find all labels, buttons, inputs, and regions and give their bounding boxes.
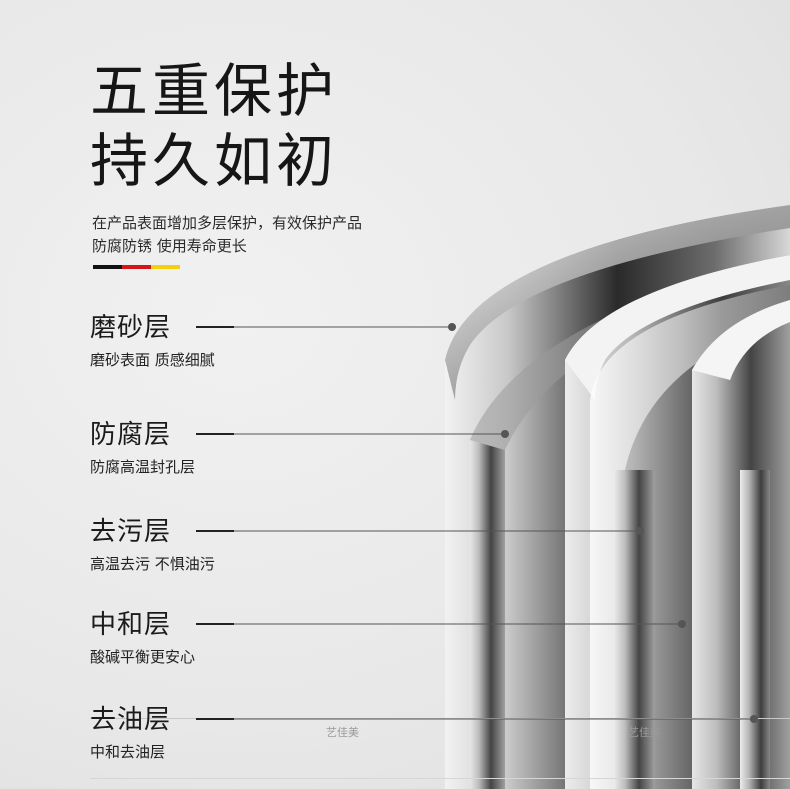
layer-desc: 磨砂表面 质感细腻 bbox=[90, 351, 215, 369]
intro-line-2: 防腐防锈 使用寿命更长 bbox=[92, 237, 247, 255]
layer-desc: 防腐高温封孔层 bbox=[90, 458, 196, 476]
leader-dash-4 bbox=[196, 623, 234, 625]
layer-name: 磨砂层 bbox=[90, 313, 172, 343]
title-line-1: 五重保护 bbox=[90, 57, 339, 125]
layer-neutralizing: 中和层 酸碱平衡更安心 bbox=[90, 609, 195, 667]
leader-dash-5 bbox=[196, 718, 234, 720]
flag-red bbox=[122, 265, 151, 269]
leader-dash-1 bbox=[196, 326, 234, 328]
flag-black bbox=[93, 265, 122, 269]
middle-tube-rim bbox=[565, 255, 790, 400]
ground-line-bottom bbox=[90, 778, 790, 779]
layer-degreasing: 去油层 中和去油层 bbox=[90, 704, 171, 762]
title-line-2: 持久如初 bbox=[90, 127, 339, 195]
layer-desc: 高温去污 不惧油污 bbox=[90, 555, 215, 573]
leader-dot-2 bbox=[501, 430, 509, 438]
second-wall bbox=[470, 440, 505, 789]
page-title: 五重保护 持久如初 bbox=[90, 56, 338, 196]
flag-yellow bbox=[151, 265, 180, 269]
layer-name: 去污层 bbox=[90, 517, 172, 547]
flag-color-bar bbox=[93, 265, 180, 269]
middle-tube-face bbox=[615, 470, 655, 789]
layer-name: 防腐层 bbox=[90, 420, 172, 450]
leader-dot-5 bbox=[750, 715, 758, 723]
layer-anticorrosion: 防腐层 防腐高温封孔层 bbox=[90, 419, 195, 477]
layer-name: 中和层 bbox=[90, 610, 172, 640]
leader-dot-4 bbox=[678, 620, 686, 628]
middle-tube-inner bbox=[590, 285, 790, 789]
leader-dot-3 bbox=[636, 527, 644, 535]
inner-tube-face bbox=[740, 470, 770, 789]
intro-text: 在产品表面增加多层保护，有效保护产品 防腐防锈 使用寿命更长 bbox=[92, 212, 362, 258]
leader-dot-1 bbox=[448, 323, 456, 331]
watermark-text: 艺佳美 bbox=[628, 726, 661, 739]
watermark-text: 艺佳美 bbox=[326, 726, 359, 739]
layer-desc: 酸碱平衡更安心 bbox=[90, 648, 196, 666]
layer-desc: 中和去油层 bbox=[90, 743, 166, 761]
outer-rim bbox=[445, 205, 790, 400]
inner-tube-rim bbox=[692, 300, 790, 380]
layer-stain-removal: 去污层 高温去污 不惧油污 bbox=[90, 516, 215, 574]
layer-frosted: 磨砂层 磨砂表面 质感细腻 bbox=[90, 312, 215, 370]
leader-dash-3 bbox=[196, 530, 234, 532]
leader-dash-2 bbox=[196, 433, 234, 435]
intro-line-1: 在产品表面增加多层保护，有效保护产品 bbox=[92, 214, 363, 232]
layer-name: 去油层 bbox=[90, 705, 172, 735]
